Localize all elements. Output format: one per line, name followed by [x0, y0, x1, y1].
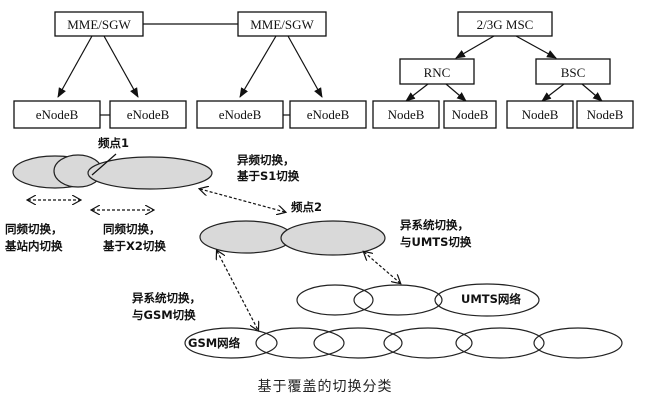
arrow-msc-rnc [455, 35, 495, 59]
nodeb-box-4 [576, 100, 634, 129]
gsm-handover-arrow [217, 251, 258, 330]
bsc-label: BSC [561, 65, 586, 80]
arrow-mme1-enb2 [103, 35, 139, 98]
msc-label: 2/3G MSC [477, 17, 534, 32]
mme-sgw-label-1: MME/SGW [67, 17, 131, 32]
enodeb-box-4 [289, 100, 367, 129]
gsm-ho-label-line1: 异系统切换， [132, 291, 201, 305]
gsm-cell-4 [383, 327, 473, 359]
enodeb-box-1 [13, 100, 101, 129]
rnc-box [399, 58, 475, 85]
mme-sgw-label-2: MME/SGW [250, 17, 314, 32]
arrow-mme2-enb4 [287, 35, 323, 98]
freq2-cell-1 [199, 220, 293, 254]
gsm-cell-5 [455, 327, 545, 359]
inter-freq-label-line2: 基于S1切换 [236, 169, 300, 183]
nodeb-box-2 [443, 100, 497, 129]
arrow-msc-bsc [515, 35, 557, 59]
umts-cell-2 [353, 284, 443, 316]
umts-ho-label-line2: 与UMTS切换 [400, 235, 472, 249]
umts-ho-label-line1: 异系统切换， [400, 218, 469, 232]
gsm-network-label: GSM网络 [188, 336, 241, 350]
enodeb-label-2: eNodeB [127, 107, 170, 122]
freq1-label: 频点1 [98, 136, 129, 150]
nodeb-label-3: NodeB [522, 107, 559, 122]
umts-cell-1 [296, 284, 374, 316]
arrow-rnc-nodeb2 [445, 83, 467, 102]
rnc-label: RNC [424, 65, 451, 80]
gsm-ho-label-line2: 与GSM切换 [132, 308, 196, 322]
arrow-bsc-nodeb3 [541, 83, 565, 102]
freq2-cell-2 [280, 220, 386, 256]
enodeb-label-3: eNodeB [219, 107, 262, 122]
intra-site-label-line1: 同频切换， [5, 222, 63, 236]
nodeb-box-3 [506, 100, 574, 129]
mme-sgw-box-2 [237, 11, 327, 37]
nodeb-label-1: NodeB [388, 107, 425, 122]
arrow-mme2-enb3 [239, 35, 277, 98]
inter-freq-label-line1: 异频切换， [237, 153, 295, 167]
nodeb-label-2: NodeB [452, 107, 489, 122]
enodeb-box-2 [109, 100, 187, 129]
msc-box [457, 11, 553, 37]
enodeb-label-1: eNodeB [36, 107, 79, 122]
umts-handover-arrow [364, 252, 400, 283]
arrow-mme1-enb1 [57, 35, 93, 98]
arrow-rnc-nodeb1 [405, 83, 429, 102]
freq1-cell-3 [87, 156, 213, 190]
enodeb-label-4: eNodeB [307, 107, 350, 122]
umts-network-label: UMTS网络 [461, 292, 521, 306]
freq1-pointer [91, 153, 117, 176]
intra-x2-label-line2: 基于X2切换 [102, 239, 166, 253]
nodeb-box-1 [372, 100, 440, 129]
bsc-box [535, 58, 611, 85]
enodeb-box-3 [196, 100, 284, 129]
gsm-cell-6 [533, 327, 623, 359]
intra-site-label-line2: 基站内切换 [4, 239, 63, 253]
umts-cell-3 [434, 283, 540, 317]
mme-sgw-box-1 [54, 11, 144, 37]
gsm-cell-3 [313, 327, 403, 359]
gsm-cell-2 [255, 327, 345, 359]
figure-caption: 基于覆盖的切换分类 [258, 378, 393, 395]
inter-freq-handover-arrow [200, 189, 285, 212]
freq2-label: 频点2 [291, 200, 322, 214]
arrow-bsc-nodeb4 [581, 83, 603, 102]
nodeb-label-4: NodeB [587, 107, 624, 122]
gsm-cell-1 [184, 327, 278, 359]
intra-x2-label-line1: 同频切换， [103, 222, 161, 236]
